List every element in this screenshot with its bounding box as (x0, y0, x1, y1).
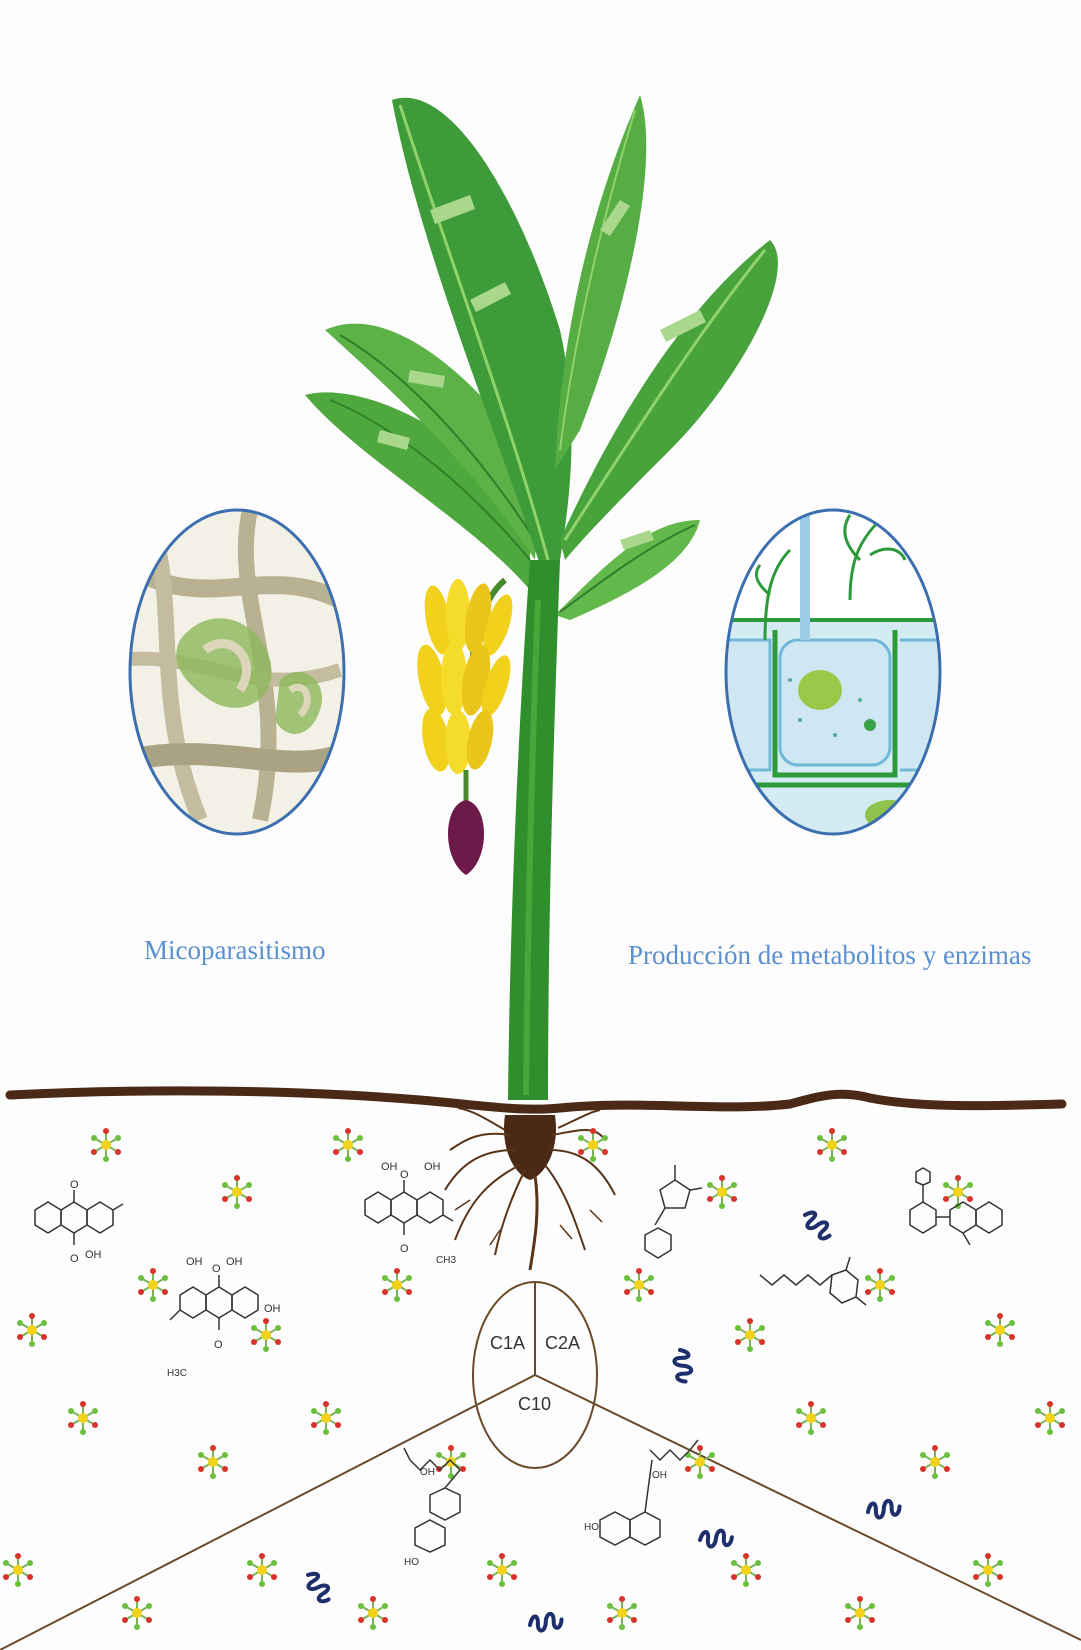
metabolites-label: Producción de metabolitos y enzimas (628, 940, 1031, 971)
chem-label: O (212, 1263, 221, 1275)
chem-label: OH (424, 1161, 441, 1173)
chem-label: O (214, 1339, 223, 1351)
chem-label: O (70, 1253, 79, 1265)
chem-label: OH (264, 1303, 281, 1315)
chem-label: OH (381, 1161, 398, 1173)
chem-label: HO (584, 1522, 599, 1533)
banana-leaves (305, 95, 778, 620)
chem-label: HO (404, 1557, 419, 1568)
metabolite-structures: O O OH OH OH O O CH3 OH OH OH O O (35, 1161, 1002, 1568)
banana-bunch (412, 579, 519, 875)
chem-label: O (400, 1169, 409, 1181)
banana-flower (448, 800, 484, 875)
section-c10: C10 (518, 1394, 551, 1414)
chem-label: OH (85, 1249, 102, 1261)
chem-label: O (400, 1243, 409, 1255)
plant-cell-illustration (715, 510, 960, 840)
chem-label: O (70, 1179, 79, 1191)
chem-label: OH (652, 1470, 667, 1481)
mycoparasitism-illustration (120, 510, 350, 834)
chem-label: OH (226, 1256, 243, 1268)
banana-roots (445, 1108, 615, 1270)
chem-label: H3C (167, 1368, 187, 1379)
zone-divider (0, 1282, 1081, 1650)
chem-label: CH3 (436, 1255, 456, 1266)
chem-label: OH (420, 1467, 435, 1478)
section-c1a: C1A (490, 1333, 525, 1353)
mycoparasitism-label: Micoparasitismo (144, 935, 325, 966)
section-c2a: C2A (545, 1333, 580, 1353)
chem-label: OH (186, 1256, 203, 1268)
